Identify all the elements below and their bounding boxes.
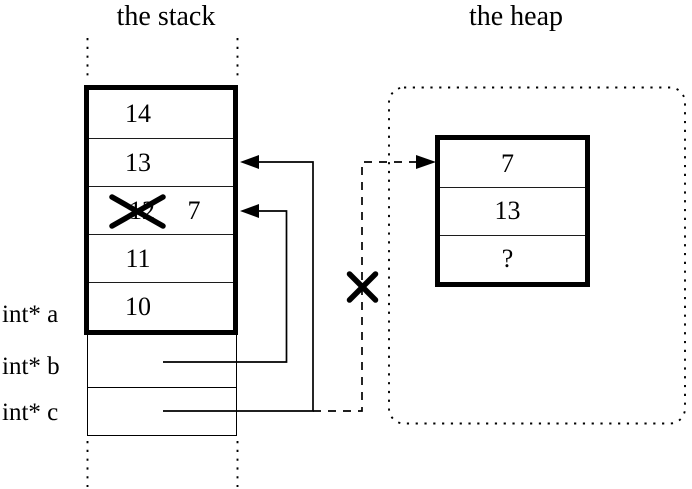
dangling-pointer-right-arrowhead-icon [416,155,436,169]
heap-cell: ? [440,234,585,282]
heap-cell-value: ? [501,243,514,273]
stack-cell: 13 [89,138,233,186]
stack-title: the stack [116,1,216,32]
stack-cell-value: 11 [125,243,151,273]
pointer-b-left-arrowhead-icon [240,204,259,218]
heap-cell: 13 [440,187,585,234]
pointer-label-b: int* b [2,353,60,380]
crossed-out-old-value: 12 [129,195,155,225]
stack-cell-value: 14 [125,99,151,128]
new-value: 7 [187,195,201,225]
pointer-c-left-arrowhead-icon [240,155,259,169]
stack-cell: 11 [89,234,233,282]
heap-cell: 7 [440,140,585,187]
invalid-pointer-x-mark-icon [346,271,379,303]
stack-cell-value: 10 [125,291,151,321]
stack-cell: 14 [89,90,233,138]
heap-box: 7 13 ? [435,135,590,287]
stack-cell-value: 13 [125,147,151,177]
stack-box: 14 13 12 7 11 10 [84,85,238,335]
stack-cell-updated: 12 7 [89,186,233,234]
heap-cell-value: 7 [501,148,514,178]
stack-slot-b [87,335,237,388]
pointer-label-a: int* a [2,301,59,328]
heap-title: the heap [468,1,564,32]
pointer-label-c: int* c [2,399,59,426]
heap-cell-value: 13 [494,196,521,226]
stack-slot-c [87,386,237,436]
stack-cell: 10 [89,282,233,330]
dangling-pointer-dashed-line [313,161,416,412]
